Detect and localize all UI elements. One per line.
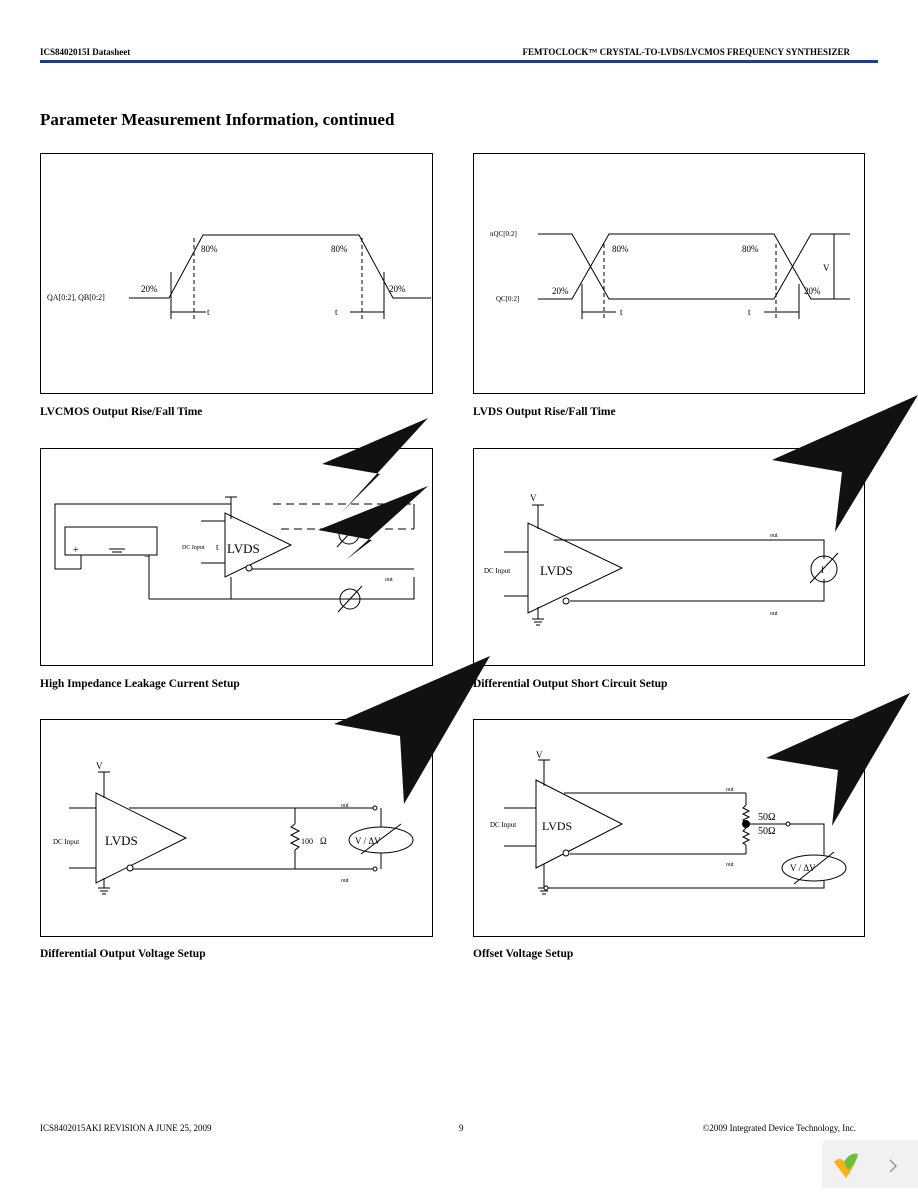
offset-dc-input: DC Input bbox=[490, 821, 516, 829]
hiz-plus: + bbox=[73, 545, 79, 556]
lvds-tr: t bbox=[620, 307, 623, 317]
short-v-label: V bbox=[530, 493, 537, 503]
short-i-label: I bbox=[821, 565, 824, 575]
footer-right: ©2009 Integrated Device Technology, Inc. bbox=[702, 1123, 856, 1133]
lvds-80-left: 80% bbox=[612, 244, 629, 254]
page-title: Parameter Measurement Information, conti… bbox=[40, 110, 395, 129]
diffv-dc-input: DC Input bbox=[53, 838, 79, 846]
diffv-lvds-label: LVDS bbox=[105, 833, 138, 848]
offset-v-label: V bbox=[536, 750, 543, 760]
lvds-rise-fall-diagram: nQC[0:2] QC[0:2] 20% 80% 80% 20% t t V bbox=[473, 153, 865, 394]
short-dc-input: DC Input bbox=[484, 567, 510, 575]
diffv-res-value: 100 bbox=[301, 837, 313, 846]
short-lvds-label: LVDS bbox=[540, 563, 573, 578]
diffv-v-label: V bbox=[96, 761, 103, 771]
hiz-out-label: out bbox=[385, 577, 393, 583]
hiz-minus: − bbox=[144, 552, 150, 563]
header-right: FEMTOCLOCK™ CRYSTAL-TO-LVDS/LVCMOS FREQU… bbox=[522, 47, 851, 57]
diff-voltage-diagram: V DC Input LVDS 100 Ω V / ΔV out out bbox=[40, 719, 433, 937]
lvds-vswing: V bbox=[823, 263, 830, 273]
lvcmos-80-left: 80% bbox=[201, 244, 218, 254]
offset-out-bottom: out bbox=[726, 862, 734, 868]
offset-r2: 50Ω bbox=[758, 826, 775, 837]
diffv-caption: Differential Output Voltage Setup bbox=[40, 948, 206, 960]
short-out-bottom: out bbox=[770, 611, 778, 617]
diffv-out-bottom: out bbox=[341, 878, 349, 884]
hiz-t-label: t bbox=[216, 542, 219, 552]
diffv-meter: V / ΔV bbox=[355, 836, 381, 846]
hiz-lvds-label: LVDS bbox=[227, 541, 260, 556]
hiz-caption: High Impedance Leakage Current Setup bbox=[40, 678, 240, 690]
lvcmos-caption: LVCMOS Output Rise/Fall Time bbox=[40, 406, 203, 418]
lvds-20-right: 20% bbox=[804, 286, 821, 296]
hiz-dc-input: DC Input bbox=[182, 545, 205, 551]
chevron-right-icon[interactable] bbox=[889, 1159, 898, 1173]
lvcmos-tr: t bbox=[207, 307, 210, 317]
offset-caption: Offset Voltage Setup bbox=[473, 948, 574, 960]
lvcmos-20-right: 20% bbox=[389, 284, 406, 294]
lvds-80-right: 80% bbox=[742, 244, 759, 254]
offset-lvds-label: LVDS bbox=[542, 819, 572, 833]
lvds-caption: LVDS Output Rise/Fall Time bbox=[473, 406, 616, 418]
lvcmos-rise-fall-diagram: QA[0:2], QB[0:2] 20% 80% 80% 20% t t bbox=[40, 153, 433, 394]
lvds-tf: t bbox=[748, 307, 751, 317]
lvds-nq-label: nQC[0:2] bbox=[490, 230, 517, 238]
lvcmos-tf: t bbox=[335, 307, 338, 317]
diffv-out-top: out bbox=[341, 803, 349, 809]
lvcmos-80-right: 80% bbox=[331, 244, 348, 254]
lvcmos-signal-label: QA[0:2], QB[0:2] bbox=[47, 293, 105, 302]
offset-out-top: out bbox=[726, 787, 734, 793]
hiz-leakage-diagram: + − DC Input t LVDS out bbox=[40, 448, 433, 666]
viewer-nav-widget bbox=[822, 1140, 918, 1188]
lvds-20-left: 20% bbox=[552, 286, 569, 296]
short-out-top: out bbox=[770, 533, 778, 539]
footer-page-number: 9 bbox=[459, 1123, 464, 1133]
header-rule bbox=[40, 60, 878, 63]
short-caption: Differential Output Short Circuit Setup bbox=[473, 678, 668, 690]
header-left: ICS8402015I Datasheet bbox=[40, 47, 131, 57]
offset-meter: V / ΔV bbox=[790, 863, 816, 873]
offset-r1: 50Ω bbox=[758, 812, 775, 823]
offset-voltage-diagram: V DC Input LVDS 50Ω 50Ω V / ΔV out out bbox=[473, 719, 865, 937]
lvds-q-label: QC[0:2] bbox=[496, 295, 519, 303]
short-circuit-diagram: V DC Input LVDS I out out bbox=[473, 448, 865, 666]
diffv-ohm: Ω bbox=[320, 836, 327, 846]
footer-left: ICS8402015AKI REVISION A JUNE 25, 2009 bbox=[40, 1123, 212, 1133]
lvcmos-20-left: 20% bbox=[141, 284, 158, 294]
